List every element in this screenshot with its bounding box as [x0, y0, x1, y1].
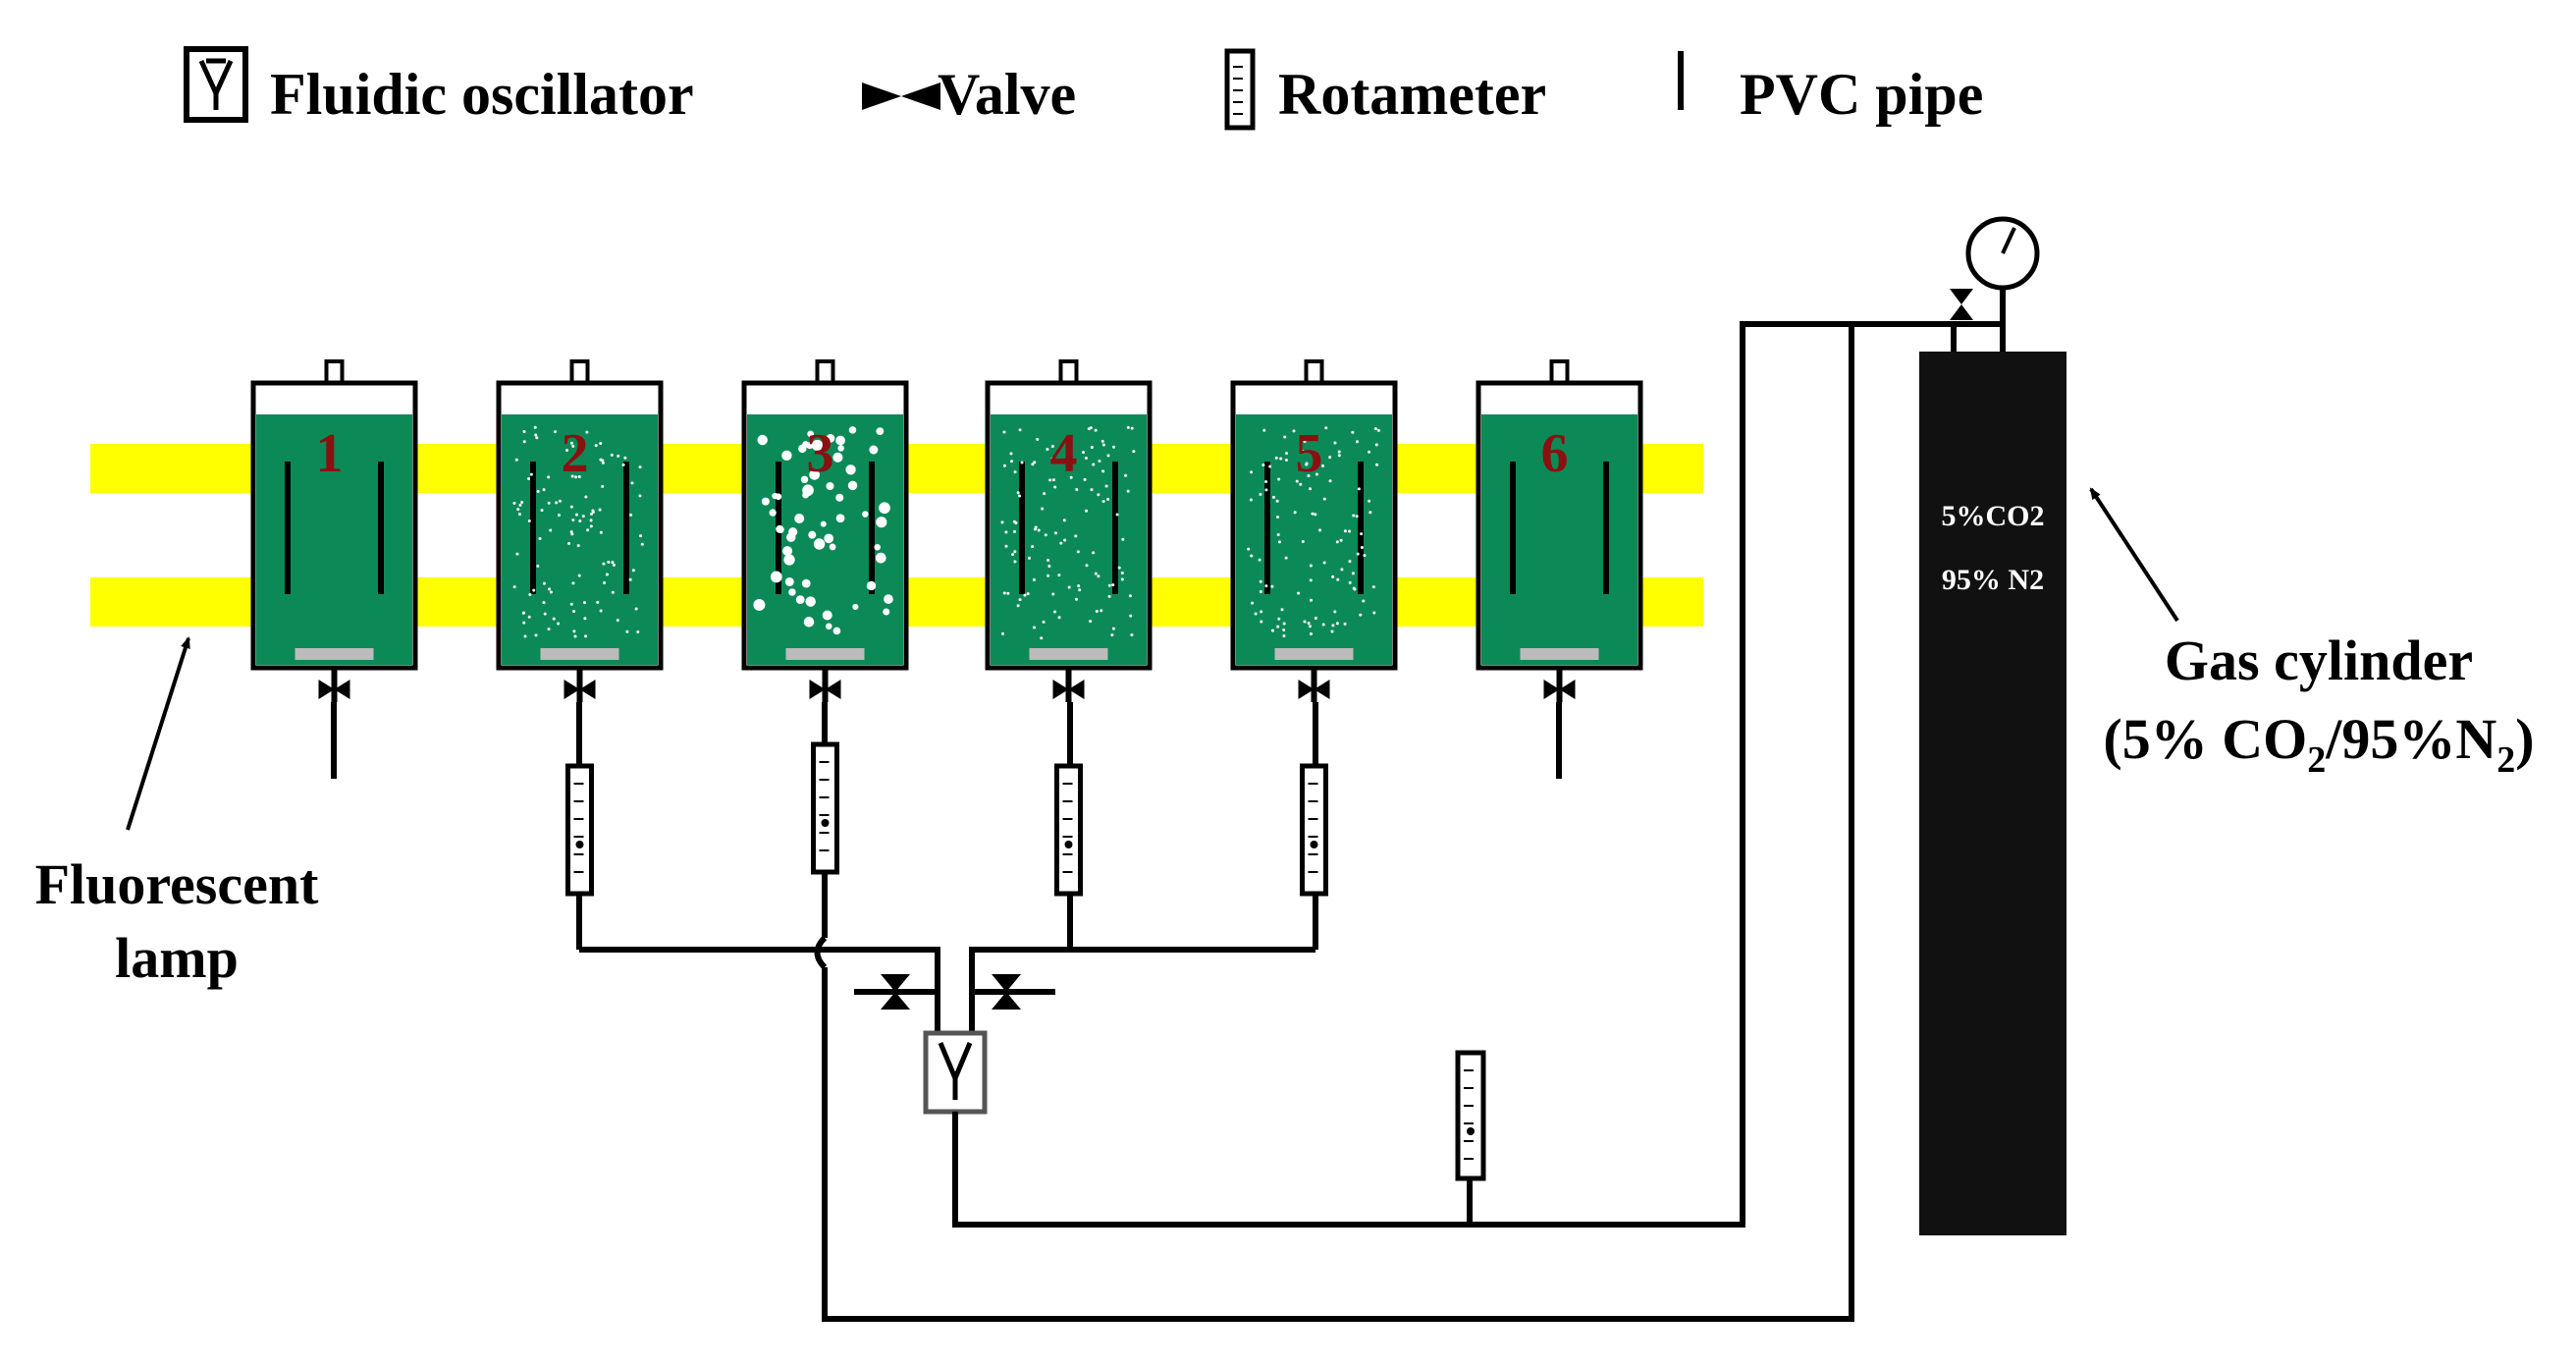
- rotameter-reactor-2: [565, 763, 594, 897]
- rotameter-supply: [1455, 1050, 1486, 1181]
- reactor-4: 4: [985, 359, 1153, 702]
- lamp-arrow: [126, 636, 190, 831]
- valve-legend-icon: [862, 82, 940, 110]
- reactor-2: 2: [496, 359, 664, 702]
- rotameter-reactor-5: [1300, 763, 1328, 897]
- valve-icon: [1298, 680, 1330, 699]
- reactor-number: 1: [316, 423, 344, 484]
- valve-icon: [809, 680, 841, 699]
- reactor-number: 6: [1541, 423, 1569, 484]
- rotameter-reactor-4: [1054, 763, 1083, 897]
- valve-icon: [1052, 680, 1085, 699]
- valve-icon: [564, 680, 596, 699]
- cylinder-text-co2: 5%CO2: [1942, 500, 2045, 532]
- rotameter-reactor-3: [811, 741, 839, 875]
- reactors: 1 2 3 4 5 6: [250, 359, 1643, 897]
- reactor-number: 2: [562, 423, 589, 484]
- fluidic-oscillator-legend-icon: [184, 46, 248, 123]
- valve-icon: [318, 680, 350, 699]
- lamp-label-line1: Fluorescent: [35, 852, 320, 916]
- piping: [331, 216, 2040, 1322]
- cylinder-label-line2: (5% CO2/95%N2): [2103, 707, 2534, 781]
- legend-valve-label: Valve: [938, 62, 1076, 127]
- cylinder-arrow: [2089, 487, 2179, 623]
- reactor-3: 3: [741, 359, 909, 702]
- legend-oscillator-label: Fluidic oscillator: [270, 62, 694, 127]
- reactor-number: 5: [1296, 423, 1323, 484]
- legend-rotameter-label: Rotameter: [1278, 62, 1546, 127]
- cylinder-text-n2: 95% N2: [1942, 564, 2044, 596]
- reactor-6: 6: [1476, 359, 1643, 702]
- gas-cylinder: 5%CO2 95% N2: [1919, 352, 2066, 1235]
- lamp-label-line2: lamp: [115, 926, 239, 990]
- rotameter-legend-icon: [1224, 48, 1256, 131]
- legend-pipe-label: PVC pipe: [1740, 62, 1983, 127]
- valve-icon: [1543, 680, 1576, 699]
- reactor-5: 5: [1230, 359, 1398, 702]
- fluidic-oscillator: [923, 1030, 988, 1115]
- reactor-number: 3: [807, 423, 834, 484]
- reactor-1: 1: [250, 359, 418, 702]
- legend: Fluidic oscillator Valve Rotameter PVC p…: [184, 46, 1983, 131]
- cylinder-label-line1: Gas cylinder: [2165, 628, 2473, 692]
- reactor-number: 4: [1050, 423, 1078, 484]
